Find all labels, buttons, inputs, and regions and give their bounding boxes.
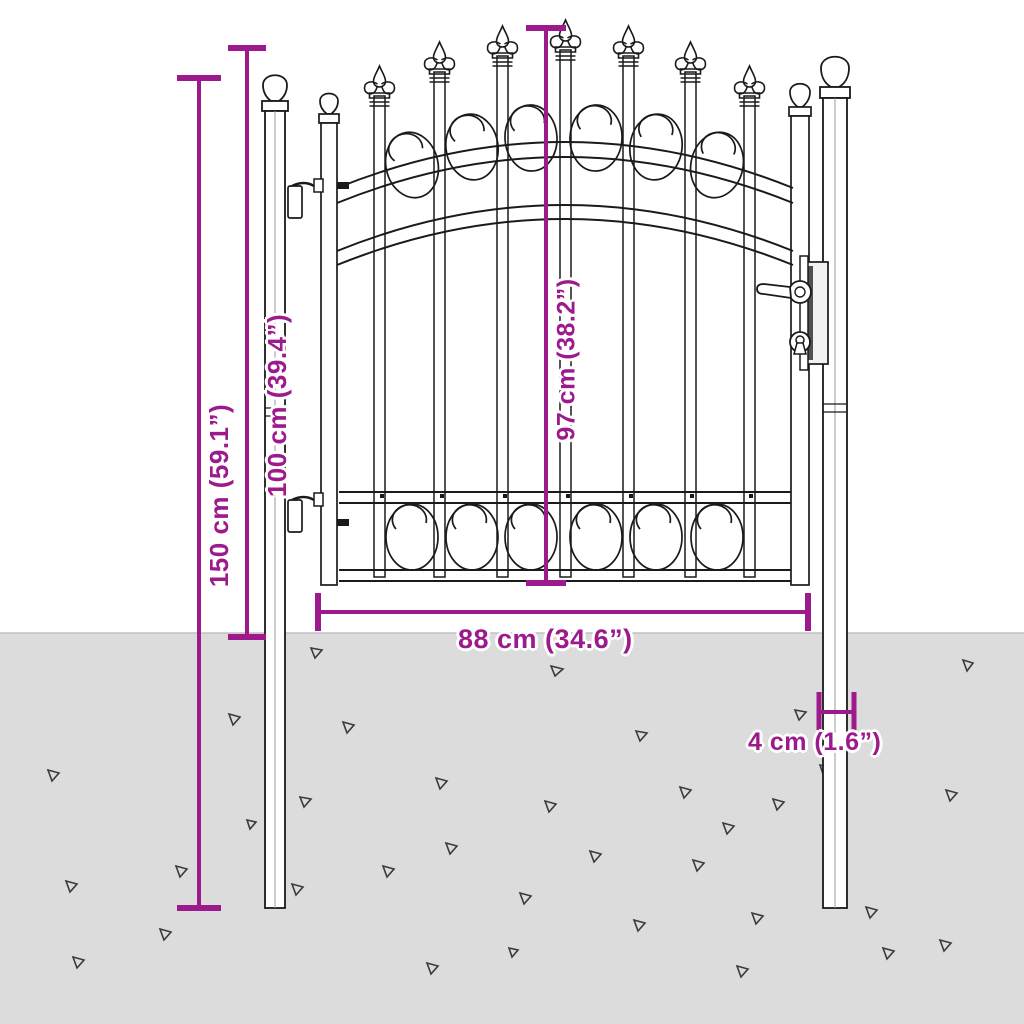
gate-stile-left — [318, 92, 340, 586]
dimension-lines — [177, 25, 857, 911]
latch-assembly — [756, 255, 829, 371]
gate-leaf — [287, 19, 829, 586]
arched-decorative-band — [336, 102, 794, 266]
dimension-4cm — [816, 692, 857, 730]
hinge-lower — [287, 492, 349, 533]
dimension-100cm — [228, 45, 266, 640]
dimension-label-total-post-height: 150 cm (59.1”) — [204, 403, 235, 588]
pickets — [363, 19, 766, 578]
support-post-left — [261, 74, 289, 909]
dimension-150cm — [177, 75, 221, 911]
dimension-label-gate-width: 88 cm (34.6”) — [458, 624, 633, 654]
dimension-97cm — [526, 25, 566, 586]
dimension-label-gate-height: 97 cm (38.2”) — [552, 278, 581, 441]
key-cylinder-icon — [789, 331, 811, 355]
dimension-label-above-ground-height: 100 cm (39.4”) — [262, 313, 293, 498]
dimension-label-post-thickness: 4 cm (1.6”) — [748, 728, 882, 756]
lever-handle — [756, 280, 812, 304]
dimension-88cm — [315, 593, 811, 631]
support-post-right — [819, 55, 851, 909]
hinge-upper — [287, 178, 349, 219]
gravel-speckles — [46, 646, 975, 979]
ground-fill — [0, 633, 1024, 1024]
